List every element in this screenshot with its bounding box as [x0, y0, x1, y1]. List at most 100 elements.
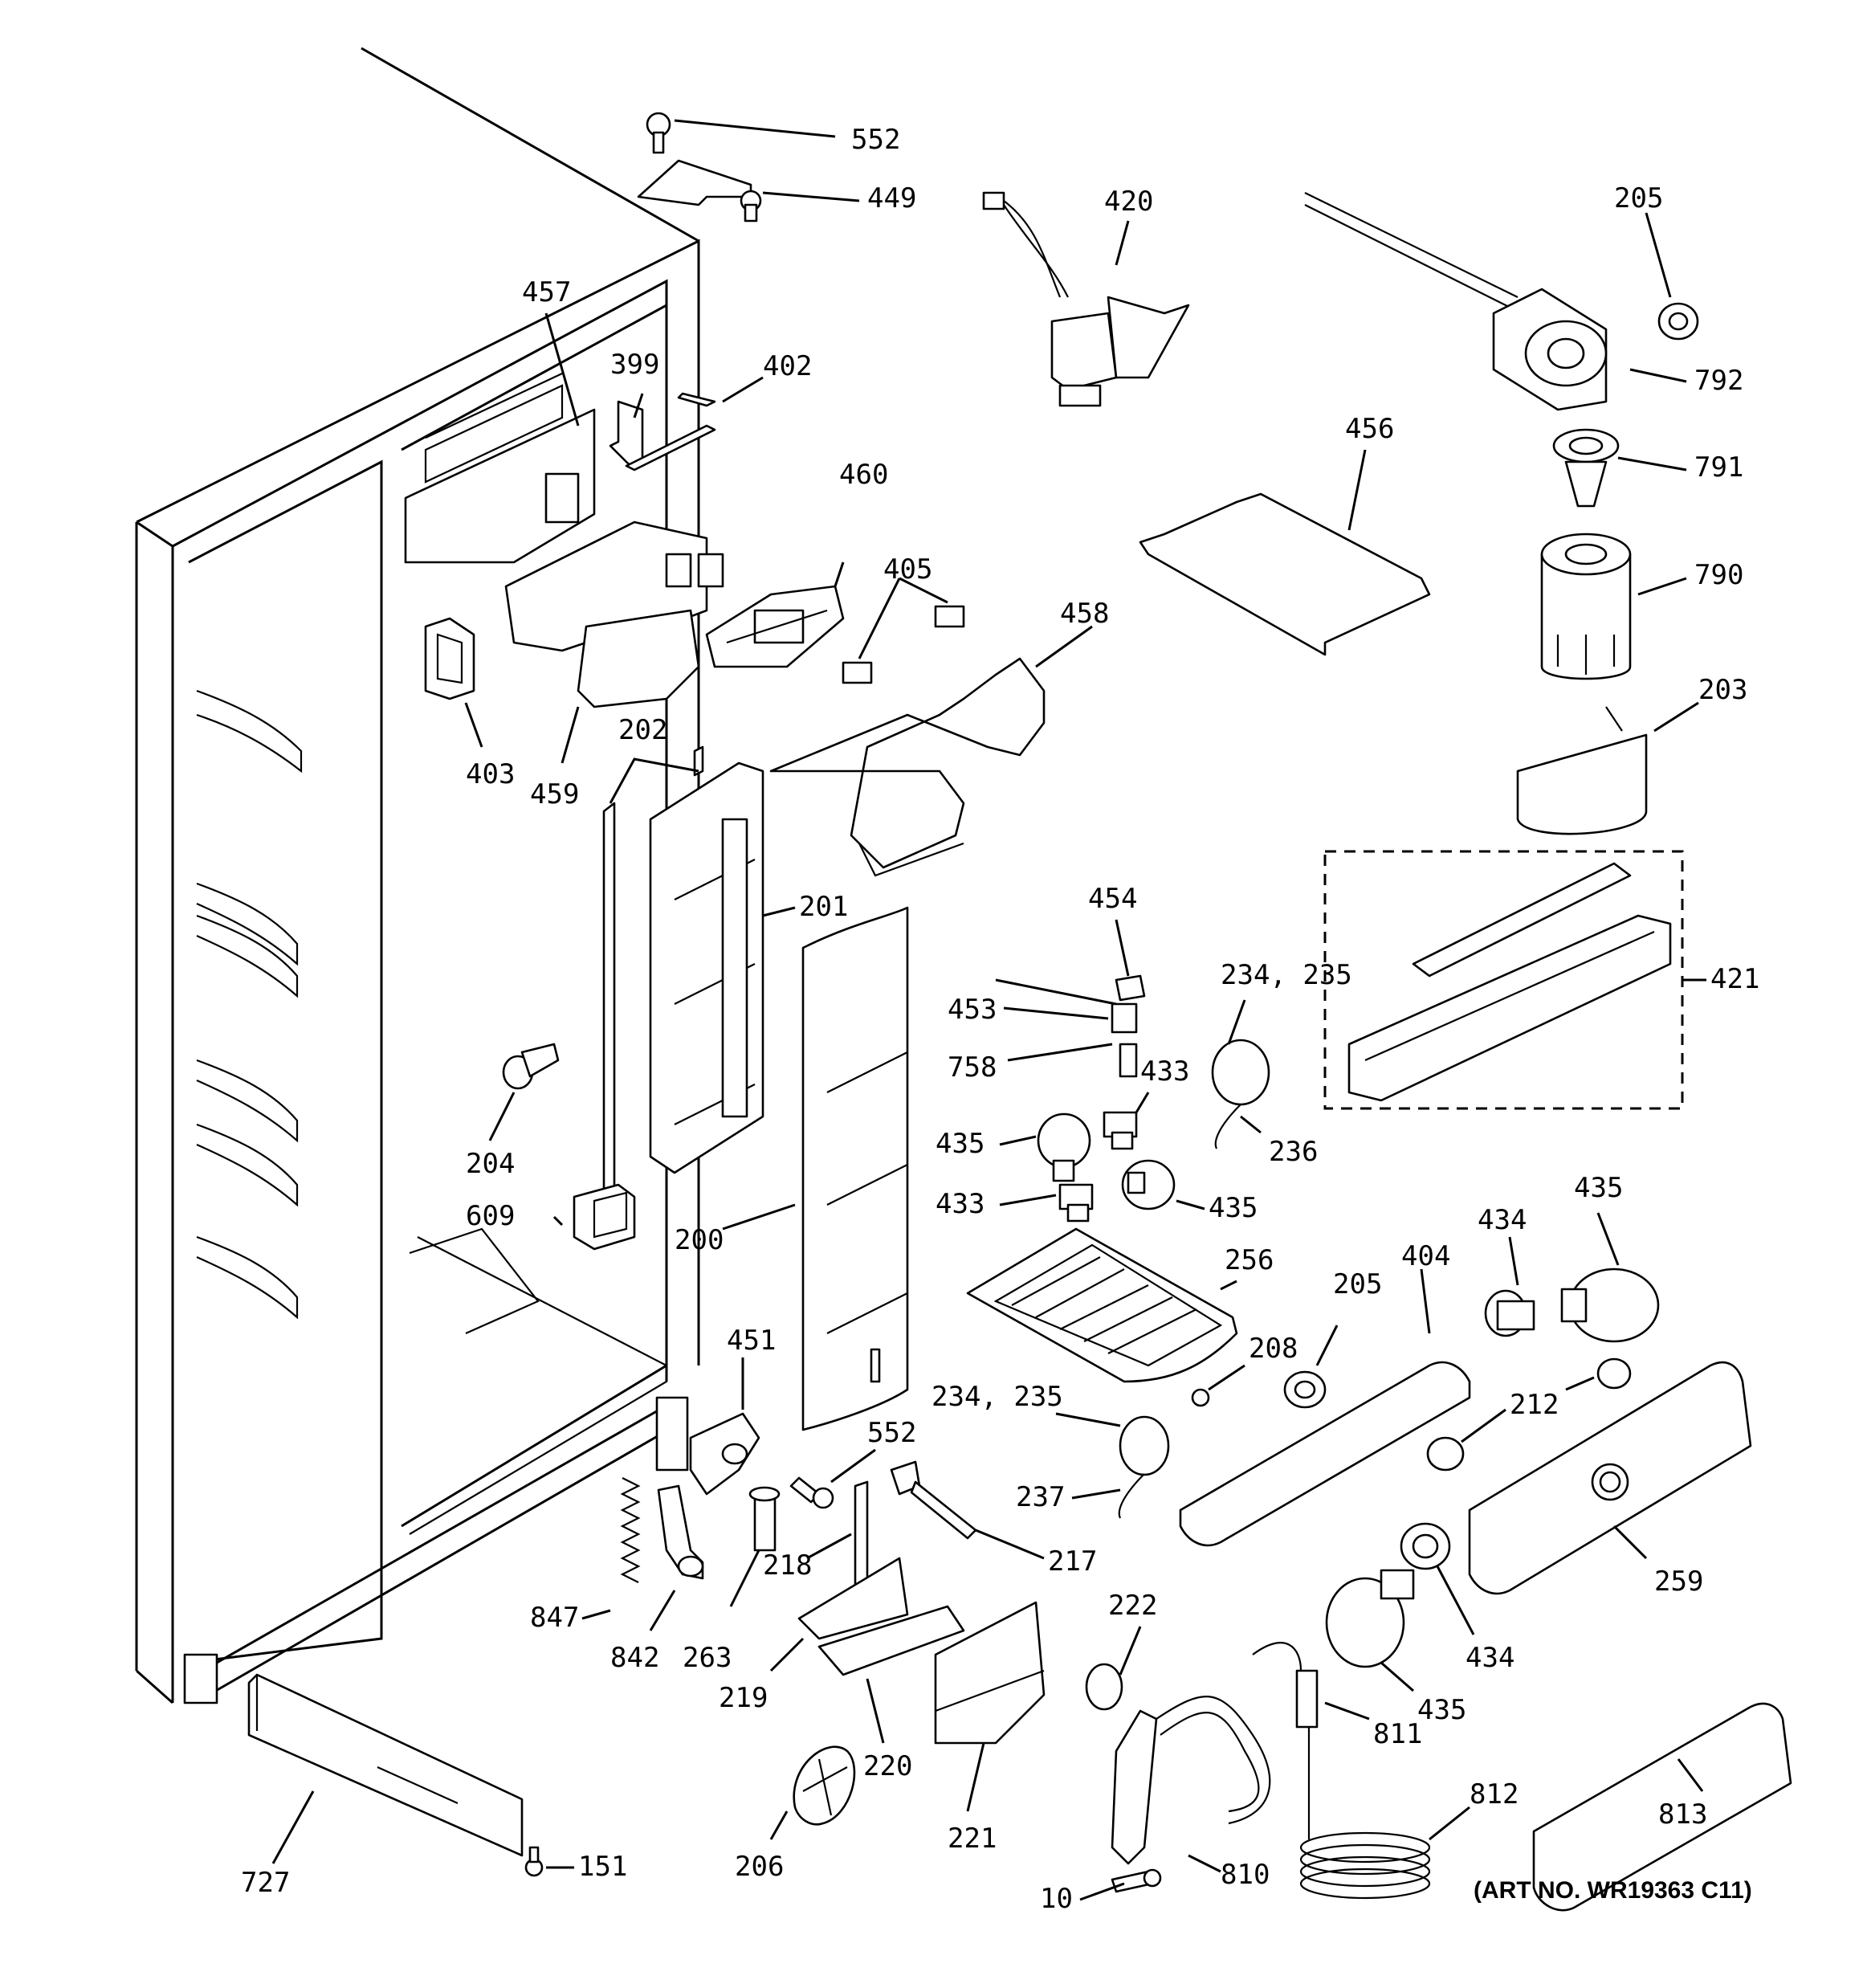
screw-10 [1111, 1868, 1162, 1893]
thermistor-wire-454 [995, 978, 1117, 1006]
light-housing-259 [1468, 1361, 1752, 1595]
seal-202-long [602, 802, 616, 1206]
strip-402 [625, 424, 716, 471]
callout-456: 456 [1345, 413, 1394, 445]
tube-assembly-810 [1111, 1642, 1302, 1865]
fitting-222 [1085, 1663, 1123, 1711]
callout-433-upper: 433 [1140, 1055, 1189, 1088]
air-duct-458 [769, 657, 1046, 877]
filter-head-792 [1304, 192, 1608, 411]
callout-449: 449 [867, 182, 916, 214]
socket-434-lower [1400, 1522, 1451, 1570]
trim-813 [1532, 1702, 1792, 1912]
callout-435-right: 435 [1574, 1172, 1623, 1204]
callout-263: 263 [683, 1642, 732, 1674]
callout-206: 206 [735, 1851, 784, 1883]
air-duct-panel-457 [404, 373, 596, 564]
callout-202: 202 [618, 714, 667, 746]
callout-812: 812 [1470, 1778, 1519, 1810]
callout-457: 457 [522, 276, 571, 308]
callout-434-lower: 434 [1466, 1642, 1514, 1674]
mullion-cover-200 [801, 906, 909, 1431]
callout-552-top: 552 [851, 124, 900, 156]
light-shield-256 [966, 1227, 1238, 1383]
callout-204: 204 [466, 1148, 515, 1180]
screw-151 [524, 1846, 544, 1877]
screw-208 [1191, 1388, 1210, 1407]
bulb-435-mid [1121, 1159, 1176, 1210]
callout-236: 236 [1269, 1136, 1318, 1168]
cam-842 [657, 1484, 704, 1580]
spring-758 [1119, 1043, 1138, 1078]
callout-259: 259 [1654, 1565, 1703, 1598]
callout-222: 222 [1108, 1590, 1157, 1622]
actuator-217 [890, 1460, 977, 1540]
bypass-plug-791 [1552, 428, 1620, 508]
callout-758: 758 [948, 1051, 997, 1084]
seal-212-lower [1426, 1436, 1465, 1472]
callout-813: 813 [1658, 1798, 1707, 1831]
callout-201: 201 [799, 891, 848, 923]
callout-609: 609 [466, 1200, 515, 1232]
hinge-451 [689, 1412, 760, 1496]
water-line-coil-812 [1299, 1727, 1431, 1900]
callout-217: 217 [1048, 1545, 1097, 1578]
callout-221: 221 [948, 1823, 997, 1855]
bulb-435-upper [1037, 1112, 1091, 1182]
callout-403: 403 [466, 758, 515, 790]
callout-460: 460 [839, 459, 888, 491]
callout-421: 421 [1710, 963, 1759, 995]
dispenser-motor-420 [982, 191, 1190, 407]
socket-433-lower [1058, 1183, 1094, 1223]
callout-847: 847 [530, 1602, 579, 1634]
screw-552-top [646, 112, 671, 154]
pad-405-a [934, 605, 965, 628]
switch-609 [573, 1183, 636, 1251]
art-number: (ART NO. WR19363 C11) [1474, 1877, 1752, 1904]
screw-552-lower [789, 1476, 834, 1509]
nut-454 [1115, 974, 1146, 1002]
valve-263 [748, 1486, 781, 1552]
arm-219 [797, 1557, 909, 1640]
callout-234-235-lower: 234, 235 [932, 1381, 1063, 1413]
seal-212-upper [1596, 1357, 1632, 1390]
hinge-bracket-449 [637, 159, 762, 222]
tube-811 [1295, 1669, 1319, 1729]
recess-221 [934, 1601, 1046, 1745]
callout-792: 792 [1694, 365, 1743, 397]
socket-434-upper [1484, 1289, 1535, 1337]
callout-791: 791 [1694, 451, 1743, 484]
callout-435-mid: 435 [1209, 1192, 1258, 1224]
refrigerator-cabinet [135, 47, 700, 1704]
callout-790: 790 [1694, 559, 1743, 591]
gasket-403 [424, 617, 475, 700]
callout-420: 420 [1104, 186, 1153, 218]
callout-256: 256 [1225, 1244, 1274, 1276]
callout-205-lower: 205 [1333, 1268, 1382, 1300]
bulb-435-right [1560, 1268, 1660, 1343]
bulb-435-lower [1325, 1569, 1415, 1668]
callout-727: 727 [241, 1867, 290, 1899]
kickplate-727 [247, 1673, 524, 1857]
callout-459: 459 [530, 778, 579, 810]
dispenser-control-board-421 [1347, 862, 1672, 1102]
light-cover-404 [1179, 1361, 1471, 1547]
callout-454: 454 [1088, 883, 1137, 915]
callout-433-lower: 433 [936, 1188, 984, 1220]
callout-405: 405 [883, 553, 932, 586]
callout-205-top: 205 [1614, 182, 1663, 214]
callout-234-235-upper: 234, 235 [1221, 959, 1352, 991]
pad-405-b [842, 661, 873, 684]
callout-435-upper: 435 [936, 1128, 984, 1160]
damper-460 [705, 585, 845, 668]
spring-847 [620, 1477, 641, 1583]
lens-234-235-upper [1211, 1039, 1270, 1149]
socket-433-upper [1103, 1111, 1138, 1150]
callout-212: 212 [1510, 1389, 1559, 1421]
thermistor-453 [1111, 1002, 1138, 1034]
filter-cover-203 [1516, 706, 1648, 835]
callout-458: 458 [1060, 598, 1109, 630]
callout-203: 203 [1698, 674, 1747, 706]
callout-402: 402 [763, 350, 812, 382]
